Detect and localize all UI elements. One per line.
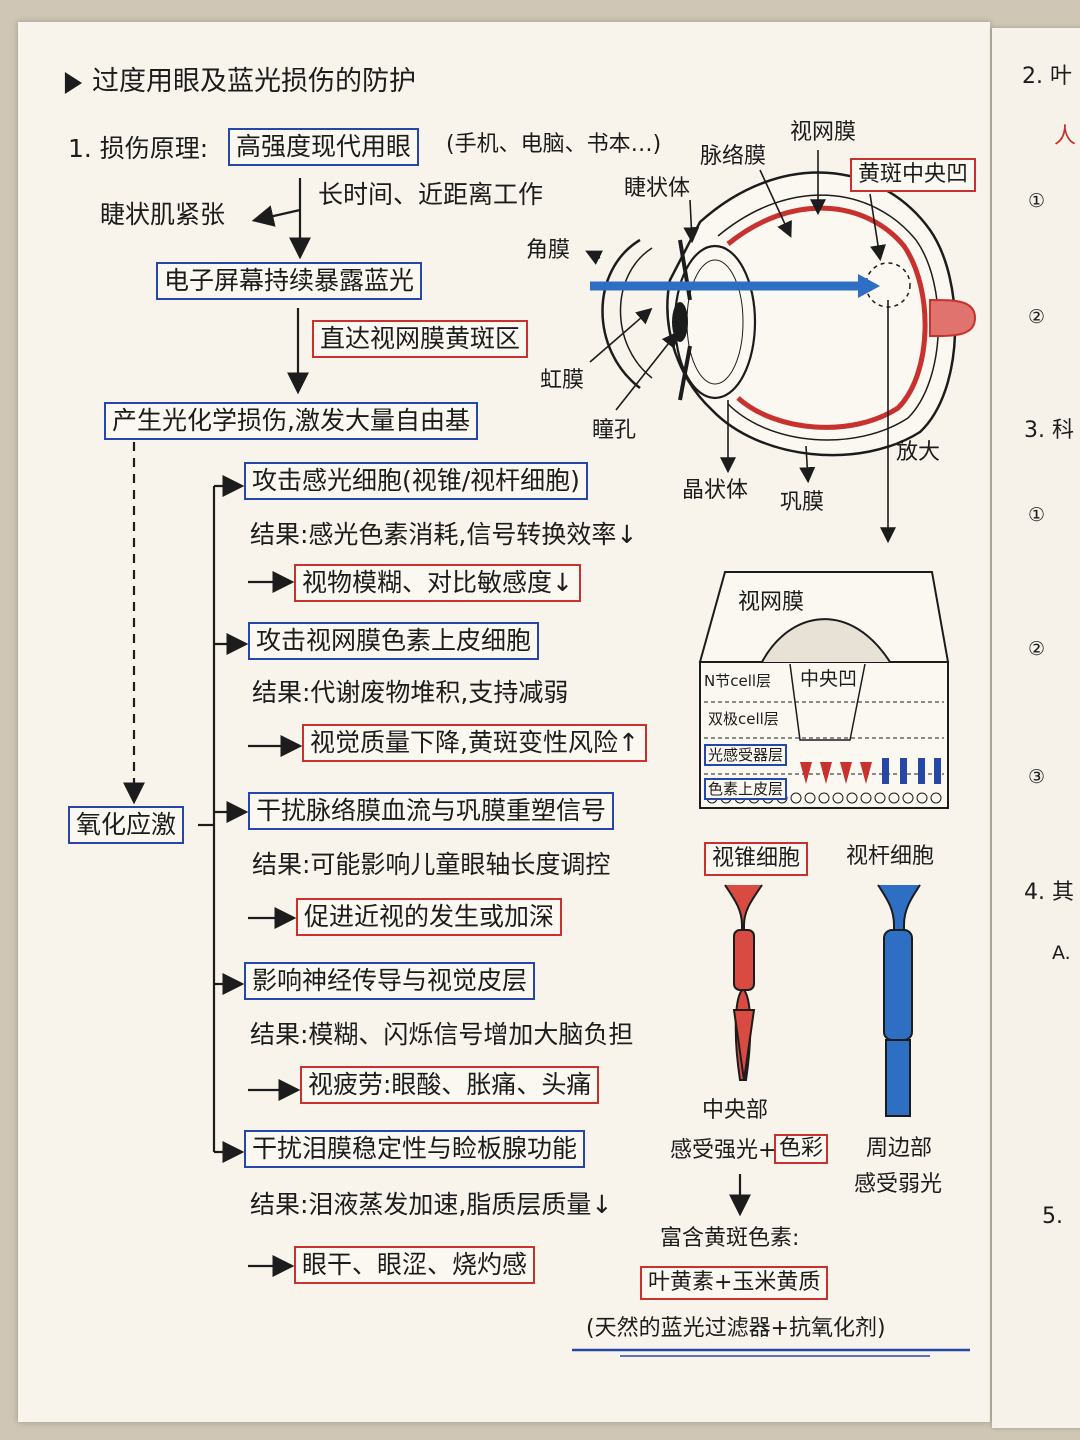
effect-cause-box: 攻击视网膜色素上皮细胞 (248, 622, 540, 660)
effect-result: 结果:泪液蒸发加速,脂质层质量↓ (250, 1190, 613, 1219)
next-page-item: ② (1028, 638, 1046, 660)
magnify-label: 放大 (896, 440, 941, 465)
next-page-heading-4: 4. 其 (1024, 880, 1074, 905)
next-page-item: ② (1028, 306, 1046, 328)
eye-label-iris: 虹膜 (540, 368, 585, 393)
cone-function-b: 色彩 (774, 1134, 829, 1165)
effect-outcome-box: 促进近视的发生或加深 (296, 898, 563, 936)
retina-detail-title: 视网膜 (738, 590, 805, 615)
layer-pigment-epithelium: 色素上皮层 (704, 778, 788, 800)
next-page-item: A. (1052, 942, 1071, 964)
page-title: 过度用眼及蓝光损伤的防护 (92, 66, 416, 97)
eye-label-cornea: 角膜 (526, 238, 571, 263)
eye-label-sclera: 巩膜 (780, 490, 825, 515)
effect-result: 结果:模糊、闪烁信号增加大脑负担 (250, 1020, 634, 1049)
effect-outcome-box: 视觉质量下降,黄斑变性风险↑ (302, 724, 647, 762)
layer-ganglion: N节cell层 (704, 672, 772, 690)
eye-label-retina: 视网膜 (790, 120, 857, 145)
eye-label-fovea: 黄斑中央凹 (850, 158, 977, 193)
macula-reach-box: 直达视网膜黄斑区 (312, 320, 529, 358)
cone-location: 中央部 (702, 1098, 769, 1123)
oxidative-stress-box: 氧化应激 (68, 806, 185, 844)
cone-function-a: 感受强光+ (670, 1138, 777, 1163)
source-box: 高强度现代用眼 (228, 128, 420, 166)
photochemical-damage-box: 产生光化学损伤,激发大量自由基 (104, 402, 478, 440)
next-page-heading-3: 3. 科 (1024, 418, 1074, 443)
long-near-work-label: 长时间、近距离工作 (318, 180, 544, 209)
effect-cause-box: 干扰脉络膜血流与巩膜重塑信号 (248, 792, 615, 830)
effect-result: 结果:感光色素消耗,信号转换效率↓ (250, 520, 638, 549)
layer-photoreceptor: 光感受器层 (704, 744, 788, 766)
next-page-heading-2: 2. 叶 (1022, 64, 1072, 89)
eye-label-lens: 晶状体 (682, 478, 749, 503)
rod-function: 感受弱光 (854, 1172, 943, 1197)
next-page-item: ① (1028, 504, 1046, 526)
source-note: (手机、电脑、书本…) (446, 132, 662, 157)
effect-outcome-box: 视疲劳:眼酸、胀痛、头痛 (300, 1066, 600, 1104)
effect-outcome-box: 眼干、眼涩、烧灼感 (294, 1246, 536, 1284)
rod-cell-label: 视杆细胞 (846, 844, 935, 869)
next-page-heading-5: 5. (1042, 1204, 1063, 1229)
eye-label-choroid: 脉络膜 (700, 144, 767, 169)
pigment-note: (天然的蓝光过滤器+抗氧化剂) (586, 1316, 886, 1341)
cone-cell-label: 视锥细胞 (704, 842, 809, 877)
eye-label-ciliary-body: 睫状体 (624, 176, 691, 201)
ciliary-tension-label: 睫状肌紧张 (100, 200, 226, 229)
fovea-center-label: 中央凹 (800, 668, 858, 690)
next-page-item: 人 (1054, 124, 1077, 149)
effect-cause-box: 影响神经传导与视觉皮层 (244, 962, 536, 1000)
next-page-item: ③ (1028, 766, 1046, 788)
effect-result: 结果:代谢废物堆积,支持减弱 (252, 678, 569, 707)
effect-cause-box: 攻击感光细胞(视锥/视杆细胞) (244, 462, 588, 500)
lutein-zeaxanthin-box: 叶黄素+玉米黄质 (640, 1266, 829, 1301)
next-notebook-page (992, 28, 1080, 1428)
next-page-item: ① (1028, 190, 1046, 212)
screen-blue-light-box: 电子屏幕持续暴露蓝光 (156, 262, 423, 300)
layer-bipolar: 双极cell层 (708, 710, 779, 728)
eye-label-pupil: 瞳孔 (592, 418, 637, 443)
rod-location: 周边部 (866, 1136, 933, 1161)
effect-outcome-box: 视物模糊、对比敏感度↓ (294, 564, 581, 602)
effect-result: 结果:可能影响儿童眼轴长度调控 (252, 850, 611, 879)
section-heading: 1. 损伤原理: (68, 134, 209, 163)
pigment-heading: 富含黄斑色素: (660, 1226, 800, 1251)
effect-cause-box: 干扰泪膜稳定性与睑板腺功能 (244, 1130, 586, 1168)
